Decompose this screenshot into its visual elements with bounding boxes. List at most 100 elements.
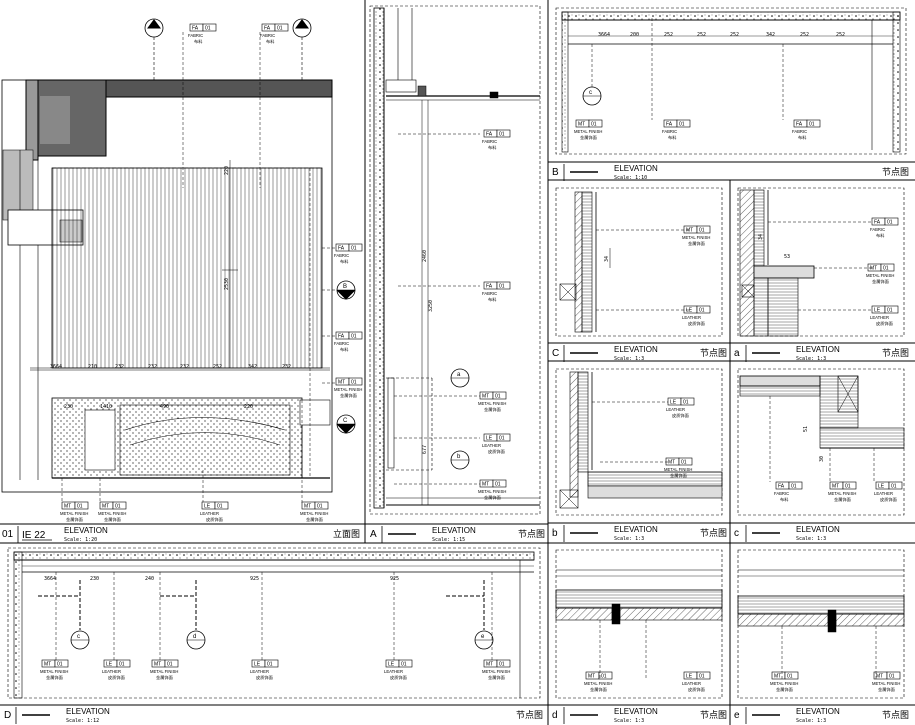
panel-title: ELEVATION bbox=[614, 707, 658, 716]
tag-name-zh: 金属饰面 bbox=[156, 674, 173, 681]
tag-name-zh: 布料 bbox=[488, 296, 497, 303]
tag-name: LEATHER bbox=[682, 315, 701, 320]
tag-name: FABRIC bbox=[774, 491, 789, 496]
tag-number: 01 bbox=[499, 284, 505, 290]
tag-name-zh: 金属饰面 bbox=[580, 134, 597, 141]
detail-d-drawing bbox=[555, 569, 723, 680]
tag-code: FA bbox=[796, 122, 803, 128]
tag-number: 01 bbox=[401, 662, 407, 668]
tag-number: 01 bbox=[57, 662, 63, 668]
panel-type: 节点图 bbox=[882, 167, 909, 178]
tag-code: LE bbox=[106, 662, 113, 668]
tag-number: 01 bbox=[267, 662, 273, 668]
panel-type: 节点图 bbox=[518, 529, 545, 540]
tag-code: LE bbox=[874, 308, 881, 314]
tag-name: FABRIC bbox=[792, 129, 807, 134]
panel-type: 节点图 bbox=[700, 348, 727, 359]
dim-row-D: 3664 230 240 925 925 bbox=[44, 576, 399, 582]
section-B-drawing bbox=[561, 11, 901, 153]
tag-name-zh: 布料 bbox=[668, 134, 677, 141]
panel-scale: Scale: 1:20 bbox=[64, 537, 97, 543]
tag-name: LEATHER bbox=[102, 669, 121, 674]
panel-title: ELEVATION bbox=[66, 707, 110, 716]
tag-name-zh: 金属饰面 bbox=[590, 686, 607, 693]
tag-name-zh: 皮质饰面 bbox=[108, 674, 125, 681]
tag-name: FABRIC bbox=[334, 253, 349, 258]
panel-code: IE 22 bbox=[22, 530, 46, 541]
tag-number: 01 bbox=[601, 674, 607, 680]
dim: 252 bbox=[730, 32, 739, 38]
dim: 51 bbox=[803, 426, 809, 432]
tag-number: 01 bbox=[683, 400, 689, 406]
tag-name: LEATHER bbox=[666, 407, 685, 412]
panel-title: ELEVATION bbox=[432, 526, 476, 535]
tag-name-zh: 皮质饰面 bbox=[390, 674, 407, 681]
tag-name: LEATHER bbox=[870, 315, 889, 320]
tag-number: 01 bbox=[351, 380, 357, 386]
tag-number: 01 bbox=[495, 394, 501, 400]
tag-name: LEATHER bbox=[874, 491, 893, 496]
tag-number: 01 bbox=[77, 504, 83, 510]
tag-code: FA bbox=[192, 26, 199, 32]
dim: 232 bbox=[180, 364, 189, 370]
panel-letter: C bbox=[552, 348, 559, 359]
panel-letter: D bbox=[4, 710, 11, 721]
tag-code: LE bbox=[254, 662, 261, 668]
panel-scale: Scale: 1:3 bbox=[796, 536, 826, 542]
tag-name-zh: 布料 bbox=[194, 38, 203, 45]
tag-code: MT bbox=[44, 662, 51, 668]
dim: 230 bbox=[64, 404, 73, 410]
tag-number: 01 bbox=[845, 484, 851, 490]
dim: 232 bbox=[148, 364, 157, 370]
leaders-01 bbox=[61, 32, 336, 503]
tag-code: MT bbox=[486, 662, 493, 668]
callout-c-marker bbox=[336, 414, 356, 434]
dim: 232 bbox=[282, 364, 291, 370]
tag-name: METAL FINISH bbox=[482, 669, 510, 674]
dim: 232 bbox=[115, 364, 124, 370]
tag-number: 01 bbox=[679, 122, 685, 128]
panel-scale: Scale: 1:3 bbox=[796, 718, 826, 724]
tag-name-zh: 布料 bbox=[340, 346, 349, 353]
tag-name-zh: 皮质饰面 bbox=[880, 496, 897, 503]
tag-code: MT bbox=[668, 460, 675, 466]
panel-letter: c bbox=[734, 528, 739, 539]
tag-code: MT bbox=[578, 122, 585, 128]
tag-code: MT bbox=[102, 504, 109, 510]
tag-name: METAL FINISH bbox=[664, 467, 692, 472]
tag-name: METAL FINISH bbox=[300, 511, 328, 516]
tag-name: FABRIC bbox=[334, 341, 349, 346]
panel-letter: e bbox=[734, 710, 740, 721]
panel-letter: b bbox=[552, 528, 558, 539]
dim: 210 bbox=[88, 364, 97, 370]
tag-name: METAL FINISH bbox=[866, 273, 894, 278]
panel-type: 节点图 bbox=[882, 710, 909, 721]
tag-name-zh: 金属饰面 bbox=[66, 516, 83, 523]
dim: 3664 bbox=[44, 576, 56, 582]
tag-code: FA bbox=[486, 284, 493, 290]
tag-name-zh: 布料 bbox=[780, 496, 789, 503]
elevation-01-drawing bbox=[1, 79, 333, 493]
dim: 34 bbox=[604, 256, 610, 262]
tag-name: LEATHER bbox=[482, 443, 501, 448]
callout-label: d bbox=[193, 634, 196, 640]
tag-code: MT bbox=[482, 394, 489, 400]
tag-code: FA bbox=[874, 220, 881, 226]
detail-a-drawing bbox=[739, 189, 872, 337]
tag-name-zh: 皮质饰面 bbox=[688, 686, 705, 693]
tag-code: MT bbox=[588, 674, 595, 680]
dim: 30 bbox=[819, 456, 825, 462]
panel-number: 01 bbox=[2, 529, 14, 540]
